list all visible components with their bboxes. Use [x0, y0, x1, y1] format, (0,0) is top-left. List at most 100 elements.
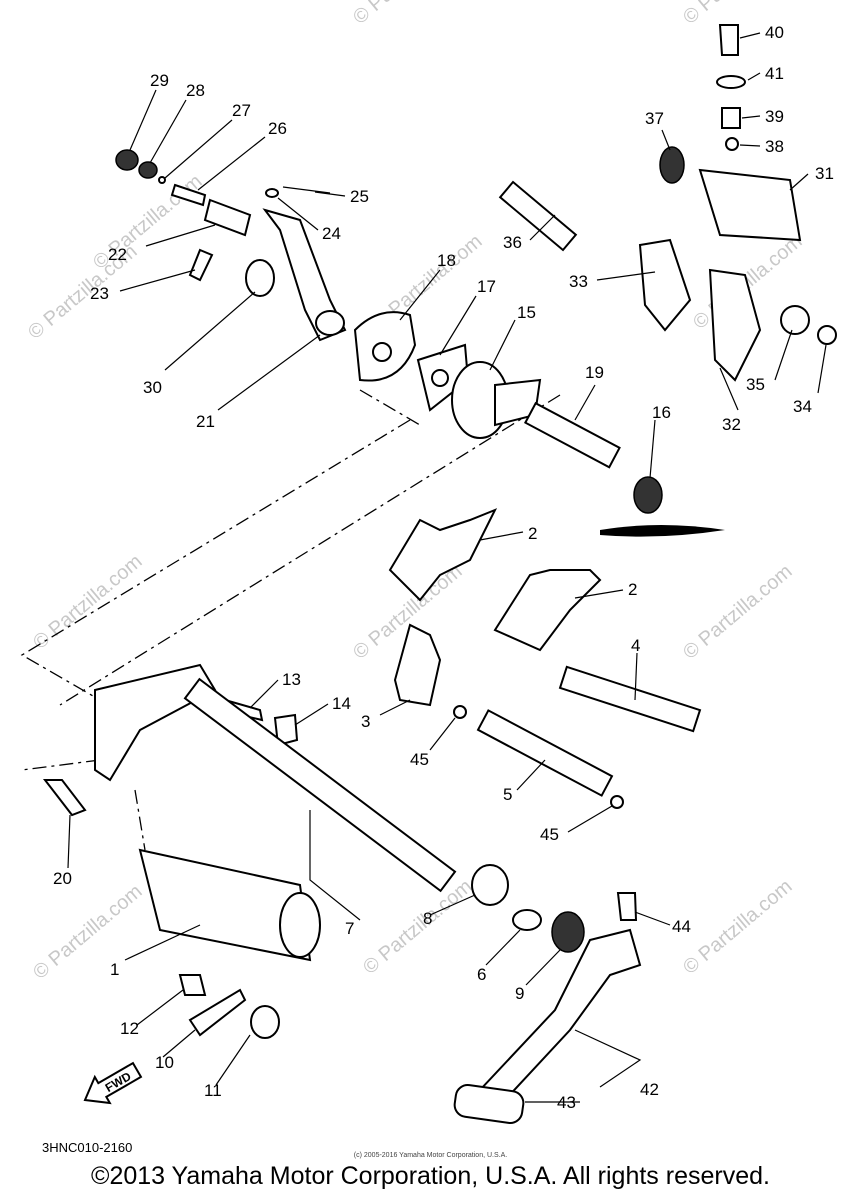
callout-label: 16	[652, 403, 671, 422]
leader-lines	[67, 32, 827, 1103]
callout-label: 9	[515, 984, 524, 1003]
part-39-spring	[721, 107, 741, 129]
callout-label: 14	[332, 694, 351, 713]
watermark: © Partzilla.com	[679, 560, 796, 663]
watermark: © Partzilla.com	[29, 550, 146, 653]
part-2-fork-lower	[493, 569, 602, 652]
copyright-notice: ©2013 Yamaha Motor Corporation, U.S.A. A…	[91, 1162, 770, 1190]
part-18-hole	[372, 342, 392, 362]
part-26-pin	[170, 183, 207, 207]
part-30-spring	[245, 259, 275, 297]
part-24-clip	[265, 188, 279, 198]
part-43-pedal-rubber	[453, 1083, 525, 1125]
part-7-shift-shaft	[183, 677, 457, 893]
part-1-shift-drum	[138, 848, 312, 962]
callout-label: 28	[186, 81, 205, 100]
part-45-circlip-upper	[453, 705, 467, 719]
part-16-washer	[633, 476, 663, 514]
callout-label: 24	[322, 224, 341, 243]
callout-label: 30	[143, 378, 162, 397]
callout-label: 36	[503, 233, 522, 252]
part-41-washer	[716, 75, 746, 89]
part-44-bolt	[616, 892, 638, 921]
callout-label: 27	[232, 101, 251, 120]
redaction-mark	[600, 525, 725, 537]
callout-label: 8	[423, 909, 432, 928]
callout-label: 39	[765, 107, 784, 126]
callout-label: 20	[53, 869, 72, 888]
callout-label: 12	[120, 1019, 139, 1038]
shift-arm-group	[115, 149, 347, 342]
shift-guide	[94, 663, 217, 782]
callout-label: 31	[815, 164, 834, 183]
callout-label: 33	[569, 272, 588, 291]
upper-right-group	[498, 24, 837, 537]
part-23-pin	[188, 248, 214, 282]
callout-label: 13	[282, 670, 301, 689]
part-28-washer	[138, 161, 158, 179]
part-33-fork	[638, 238, 692, 332]
part-36-shaft	[498, 180, 578, 252]
part-40-bolt	[718, 24, 739, 56]
callout-label: 42	[640, 1080, 659, 1099]
plates-group	[353, 311, 542, 439]
part-9-seal	[551, 911, 585, 953]
callout-label: 29	[150, 71, 169, 90]
part-14-plate	[273, 713, 299, 747]
part-10-stopper-lever	[188, 988, 247, 1037]
callout-label: 26	[268, 119, 287, 138]
small-copyright: (c) 2005-2016 Yamaha Motor Corporation, …	[353, 1152, 508, 1159]
part-4-rod	[558, 665, 702, 733]
part-22-joint	[203, 198, 252, 237]
watermark: © Partzilla.com	[29, 880, 146, 983]
watermark: © Partzilla.com	[89, 170, 206, 273]
part-8-spring	[471, 864, 509, 906]
callout-label: 11	[204, 1081, 222, 1100]
callout-label: 37	[645, 109, 664, 128]
callout-label: 18	[437, 251, 456, 270]
part-45-circlip-lower	[610, 795, 624, 809]
watermark: © Partzilla.com	[679, 875, 796, 978]
part-6-washer	[512, 909, 542, 931]
callout-label: 35	[746, 375, 765, 394]
fwd-arrow: FWD	[83, 1061, 143, 1105]
part-34-nut	[817, 325, 837, 345]
callout-label: 6	[477, 965, 486, 984]
callout-label: 38	[765, 137, 784, 156]
callout-label: 17	[477, 277, 496, 296]
callout-label: 34	[793, 397, 812, 416]
part-11-spring	[250, 1005, 280, 1039]
callout-label: 7	[345, 919, 354, 938]
part-37-seal	[659, 146, 685, 184]
middle-group	[223, 508, 702, 809]
part-12-bolt	[178, 974, 207, 996]
callout-label: 45	[410, 750, 429, 769]
callout-label: 25	[350, 187, 369, 206]
callout-label: 19	[585, 363, 604, 382]
watermarks: © Partzilla.com © Partzilla.com © Partzi…	[24, 0, 806, 984]
part-17-hole	[431, 369, 449, 387]
callout-label: 41	[765, 64, 784, 83]
callout-label: 2	[628, 580, 637, 599]
callout-label: 1	[110, 960, 119, 979]
callout-label: 32	[722, 415, 741, 434]
part-35-spring	[780, 305, 810, 335]
part-29-nut	[115, 149, 139, 171]
callout-label: 44	[672, 917, 691, 936]
callout-label: 5	[503, 785, 512, 804]
callout-label: 3	[361, 712, 370, 731]
callout-numbers: 40 41 39 38 37 31 29 28 27 26 25 24 22 2…	[53, 23, 834, 1112]
part-2-fork-upper	[388, 508, 498, 602]
lower-left-group	[42, 663, 642, 1125]
callout-label: 10	[155, 1053, 174, 1072]
callout-label: 43	[557, 1093, 576, 1112]
part-5-rod	[476, 709, 614, 797]
callout-label: 23	[90, 284, 109, 303]
diagram-code: 3HNC010-2160	[42, 1140, 133, 1155]
part-21-shift-arm-boss	[315, 310, 345, 336]
callout-label: 21	[196, 412, 215, 431]
callout-label: 40	[765, 23, 784, 42]
fwd-arrow-shape	[83, 1061, 143, 1105]
part-31-shift-drum	[698, 168, 802, 242]
watermark: © Partzilla.com	[349, 0, 466, 29]
